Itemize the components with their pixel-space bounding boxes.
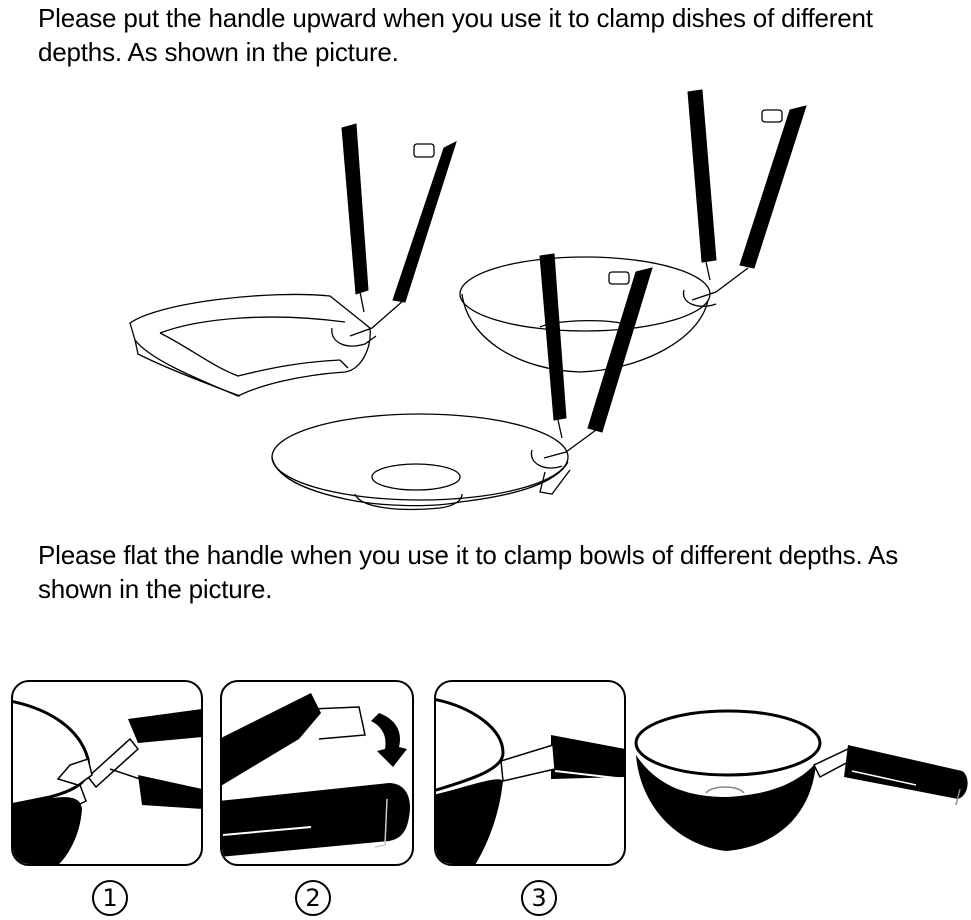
flat-plate-icon [271,413,569,511]
fold-handle-illustration [222,693,410,857]
step-2-panel [220,680,414,866]
step-3-panel [434,680,626,866]
step-1-number: 1 [92,880,128,916]
clamp-flat-closeup-illustration [436,698,624,864]
bowl-flat-handle-illustration [634,709,968,851]
upward-handle-illustration [129,89,807,511]
instruction-upward-text: Please put the handle upward when you us… [38,3,873,67]
step-2-number: 2 [295,880,331,916]
instruction-flat-text: Please flat the handle when you use it t… [38,540,898,604]
step-1-panel [11,680,203,866]
square-pan-icon [129,293,371,397]
deep-bowl-icon [459,256,711,373]
step-3-number: 3 [521,880,557,916]
clamp-open-closeup-illustration [13,700,201,864]
